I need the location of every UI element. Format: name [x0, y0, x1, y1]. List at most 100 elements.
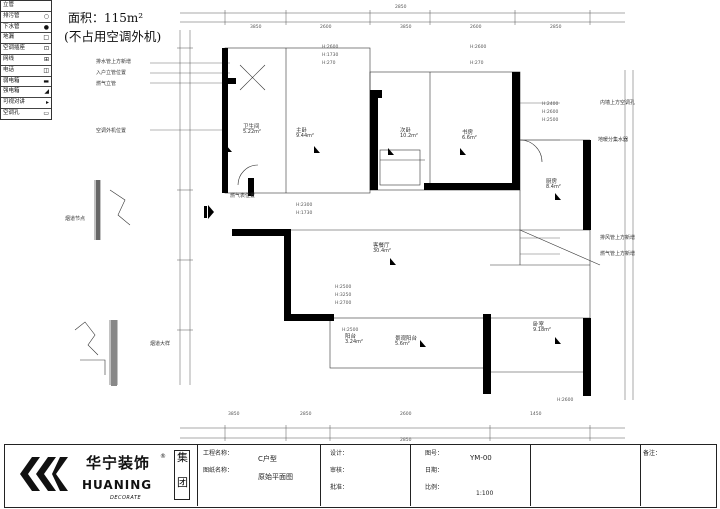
logo-en: HUANING — [82, 478, 153, 492]
dimension-label: 3850 — [400, 25, 412, 30]
height-label: H:2600 — [322, 45, 339, 50]
legend-label: 网线 — [3, 55, 15, 62]
legend-row: 排污管 ○ — [1, 12, 51, 23]
legend-symbol-icon: ○ — [43, 12, 49, 20]
legend-row: 立管 — [1, 1, 51, 12]
drawing-no-label: 图号： — [425, 450, 444, 457]
legend-label: 空调孔 — [3, 109, 20, 116]
group-char-2: 团 — [177, 476, 188, 489]
room-area: 3.24m² — [345, 339, 364, 345]
legend-symbol-icon: ◢ — [44, 88, 49, 96]
plan-note: 内墙上方空调孔 — [600, 100, 636, 106]
legend-row: 电话◫ — [1, 66, 51, 77]
project-value: C户型 — [258, 455, 277, 463]
legend-label: 地漏 — [3, 34, 15, 41]
height-label: H:270 — [470, 61, 484, 66]
dimension-label: 2600 — [400, 412, 412, 417]
legend-row: 弱电箱 ▬ — [1, 77, 51, 88]
legend-row: 空调插座 ⊡ — [1, 44, 51, 55]
scale-label: 比例： — [425, 484, 444, 491]
legend-symbol-icon: □ — [43, 34, 49, 42]
check-label: 审核： — [330, 467, 349, 474]
room-name: 阳台 — [345, 334, 357, 340]
height-label: H:2600 — [470, 45, 487, 50]
legend-label: 弱电箱 — [3, 77, 20, 84]
height-label: H:2600 — [542, 110, 559, 115]
dimension-label: 2850 — [400, 438, 412, 443]
plan-note: 地暖分集水器 — [598, 137, 629, 143]
height-label: H:2600 — [557, 398, 574, 403]
plan-note: 燃气表位置 — [230, 193, 256, 199]
legend-row: 空调孔 ▭ — [1, 109, 51, 119]
room-name: 卧室 — [533, 322, 545, 328]
room-area: 6.6m² — [462, 135, 477, 141]
legend-symbol-icon: ▸ — [45, 99, 49, 107]
area-note: (不占用空调外机) — [64, 29, 162, 44]
dimension-label: 2600 — [320, 25, 332, 30]
height-label: H:1730 — [296, 211, 313, 216]
legend-label: 可视对讲 — [3, 99, 26, 106]
floor-plan — [74, 10, 634, 441]
drawing-label: 图纸名称： — [203, 467, 234, 474]
height-label: H:2400 — [542, 102, 559, 107]
plan-note: 排水管上方新增 — [96, 59, 132, 65]
room-area: 10.2m² — [400, 133, 419, 139]
height-label: H:3250 — [335, 293, 352, 298]
legend-label: 强电箱 — [3, 88, 20, 95]
legend-row: 地漏 □ — [1, 33, 51, 45]
legend-row: 可视对讲 ▸ — [1, 98, 51, 109]
legend-label: 电话 — [3, 66, 15, 73]
legend-symbol-icon: ▭ — [43, 109, 49, 117]
height-label: H:2700 — [335, 301, 352, 306]
plan-note: 燃气立管 — [96, 81, 117, 87]
drawing-no: YM-00 — [470, 454, 492, 462]
room-area: 9.18m² — [533, 327, 552, 333]
room-name: 客餐厅 — [373, 243, 390, 249]
logo-sub: DECORATE — [110, 495, 142, 501]
legend-row: 下水管 ● — [1, 23, 51, 34]
company-logo-icon — [20, 457, 68, 491]
dimension-label: 2600 — [470, 25, 482, 30]
group-char-1: 集 — [177, 451, 188, 464]
height-label: H:2500 — [542, 118, 559, 123]
room-area: 5.6m² — [395, 341, 410, 347]
legend: 立管排污管 ○ 下水管 ● 地漏 □ 空调插座 ⊡ 网线 ⊞ 电话◫弱电箱 ▬ 强电箱 ◢ 可视对讲 ▸ 空调孔… — [0, 0, 52, 120]
date-label: 日期： — [425, 467, 444, 474]
plan-note: 空调外机位置 — [96, 128, 127, 134]
height-label: H:270 — [322, 61, 336, 66]
dimension-label: 2850 — [395, 5, 407, 10]
height-label: H:2500 — [335, 285, 352, 290]
plan-note: 燃气管上方新增 — [600, 251, 636, 257]
legend-label: 下水管 — [3, 23, 20, 30]
dimension-label: 3850 — [250, 25, 262, 30]
remarks-label: 备注： — [643, 450, 662, 457]
detail-label-1: 烟道节点 — [65, 216, 86, 222]
logo-cn: 华宁装饰 — [86, 454, 151, 472]
legend-symbol-icon: ▬ — [43, 77, 49, 85]
plan-note: 入户立管位置 — [96, 70, 127, 76]
dimension-label: 1450 — [530, 412, 542, 417]
legend-label: 立管 — [3, 2, 15, 8]
legend-row: 网线 ⊞ — [1, 55, 51, 66]
room-area: 9.44m² — [296, 133, 315, 139]
design-label: 设计： — [330, 450, 349, 457]
legend-symbol-icon: ● — [43, 23, 49, 31]
height-label: H:1730 — [322, 53, 339, 58]
dimension-label: 2850 — [300, 412, 312, 417]
legend-symbol-icon: ⊡ — [43, 45, 49, 53]
title-block — [4, 444, 717, 508]
room-area: 30.4m² — [373, 248, 392, 254]
legend-symbol-icon: ⊞ — [43, 55, 49, 63]
dimension-label: 3850 — [228, 412, 240, 417]
legend-label: 排污管 — [3, 12, 20, 19]
room-name: 次卧 — [400, 128, 412, 134]
room-area: 5.22m² — [243, 129, 262, 135]
room-name: 厨房 — [546, 179, 558, 185]
legend-label: 空调插座 — [3, 45, 26, 52]
legend-row: 强电箱 ◢ — [1, 87, 51, 99]
scale-value: 1:100 — [476, 490, 494, 497]
approve-label: 批准： — [330, 484, 349, 491]
room-name: 景观阳台 — [395, 336, 418, 342]
drawing-value: 原始平面图 — [258, 473, 293, 481]
plan-note: 排风管上方新增 — [600, 235, 636, 241]
